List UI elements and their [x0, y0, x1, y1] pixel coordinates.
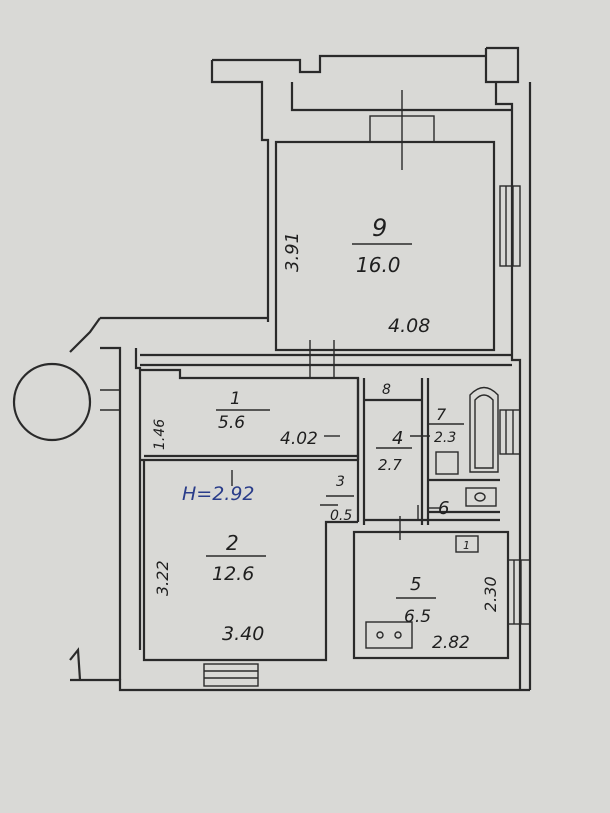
- room1-height-dim: 1.46: [152, 419, 168, 450]
- kitchen-box: [455, 535, 479, 553]
- ceiling-height-note: H=2.92: [182, 483, 255, 505]
- room-3-area: 0.5: [330, 508, 352, 524]
- room-9-number: 9: [372, 214, 387, 242]
- room1-width-dim: 4.02: [280, 429, 318, 449]
- room-8-number: 8: [382, 382, 391, 398]
- room-2-number: 2: [226, 531, 239, 555]
- room-4-area: 2.7: [378, 456, 402, 474]
- room-1-area: 5.6: [218, 413, 245, 433]
- room-2-area: 12.6: [212, 563, 254, 585]
- room2-width-dim: 3.40: [222, 623, 264, 645]
- room-9-outline: [274, 140, 496, 352]
- room-1-number: 1: [230, 389, 241, 409]
- bathtub: [469, 386, 499, 473]
- toilet: [465, 487, 497, 507]
- room-7-number: 7: [436, 405, 447, 424]
- room-6-number: 6: [438, 498, 449, 519]
- room5-width-dim: 2.82: [432, 633, 470, 653]
- windows: [203, 90, 531, 687]
- room-5-number: 5: [410, 574, 421, 595]
- toilet-bowl: [474, 492, 486, 502]
- room9-height-dim: 3.91: [282, 232, 303, 272]
- partitions: [140, 353, 512, 662]
- stove: [365, 621, 413, 649]
- round-column: [12, 362, 92, 442]
- room-9-area: 16.0: [356, 253, 401, 277]
- kitchen-box-mark: 1: [463, 539, 470, 552]
- room-5-area: 6.5: [404, 607, 431, 627]
- room-7-area: 2.3: [434, 430, 456, 446]
- room-4-number: 4: [392, 428, 403, 449]
- room9-width-dim: 4.08: [388, 315, 430, 337]
- sink: [435, 451, 459, 475]
- room5-height-dim: 2.30: [481, 576, 500, 612]
- room-3-number: 3: [336, 474, 345, 490]
- room2-height-dim: 3.22: [153, 560, 172, 596]
- outer-walls: [69, 46, 532, 692]
